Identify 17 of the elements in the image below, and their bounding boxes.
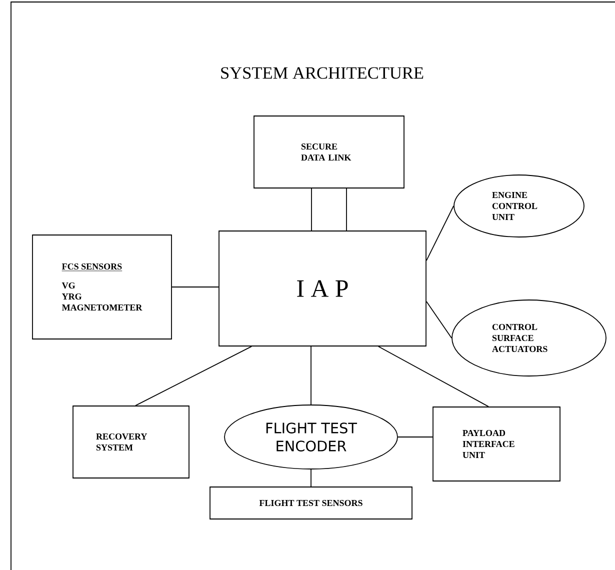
system-box: FLIGHT TEST SENSORS bbox=[210, 486, 412, 520]
connector-line bbox=[310, 469, 312, 487]
connector-line bbox=[398, 436, 433, 438]
connector-line bbox=[135, 346, 252, 406]
system-box: FCS SENSORS VG YRG MAGNETOMETER bbox=[32, 234, 172, 340]
connector-line bbox=[346, 188, 347, 231]
connector-line bbox=[172, 286, 219, 288]
connector-line bbox=[426, 206, 454, 261]
title: SYSTEM ARCHITECTURE bbox=[221, 67, 424, 79]
system-box: I A P bbox=[218, 230, 426, 346]
connector-line bbox=[378, 346, 489, 407]
connector-line bbox=[426, 301, 452, 338]
system-box: PAYLOAD INTERFACE UNIT bbox=[432, 406, 560, 482]
connector-line bbox=[310, 346, 312, 405]
system-box: SECURE DATA LINK bbox=[254, 116, 404, 188]
connector-line bbox=[311, 188, 312, 231]
system-box: RECOVERY SYSTEM bbox=[72, 406, 190, 478]
